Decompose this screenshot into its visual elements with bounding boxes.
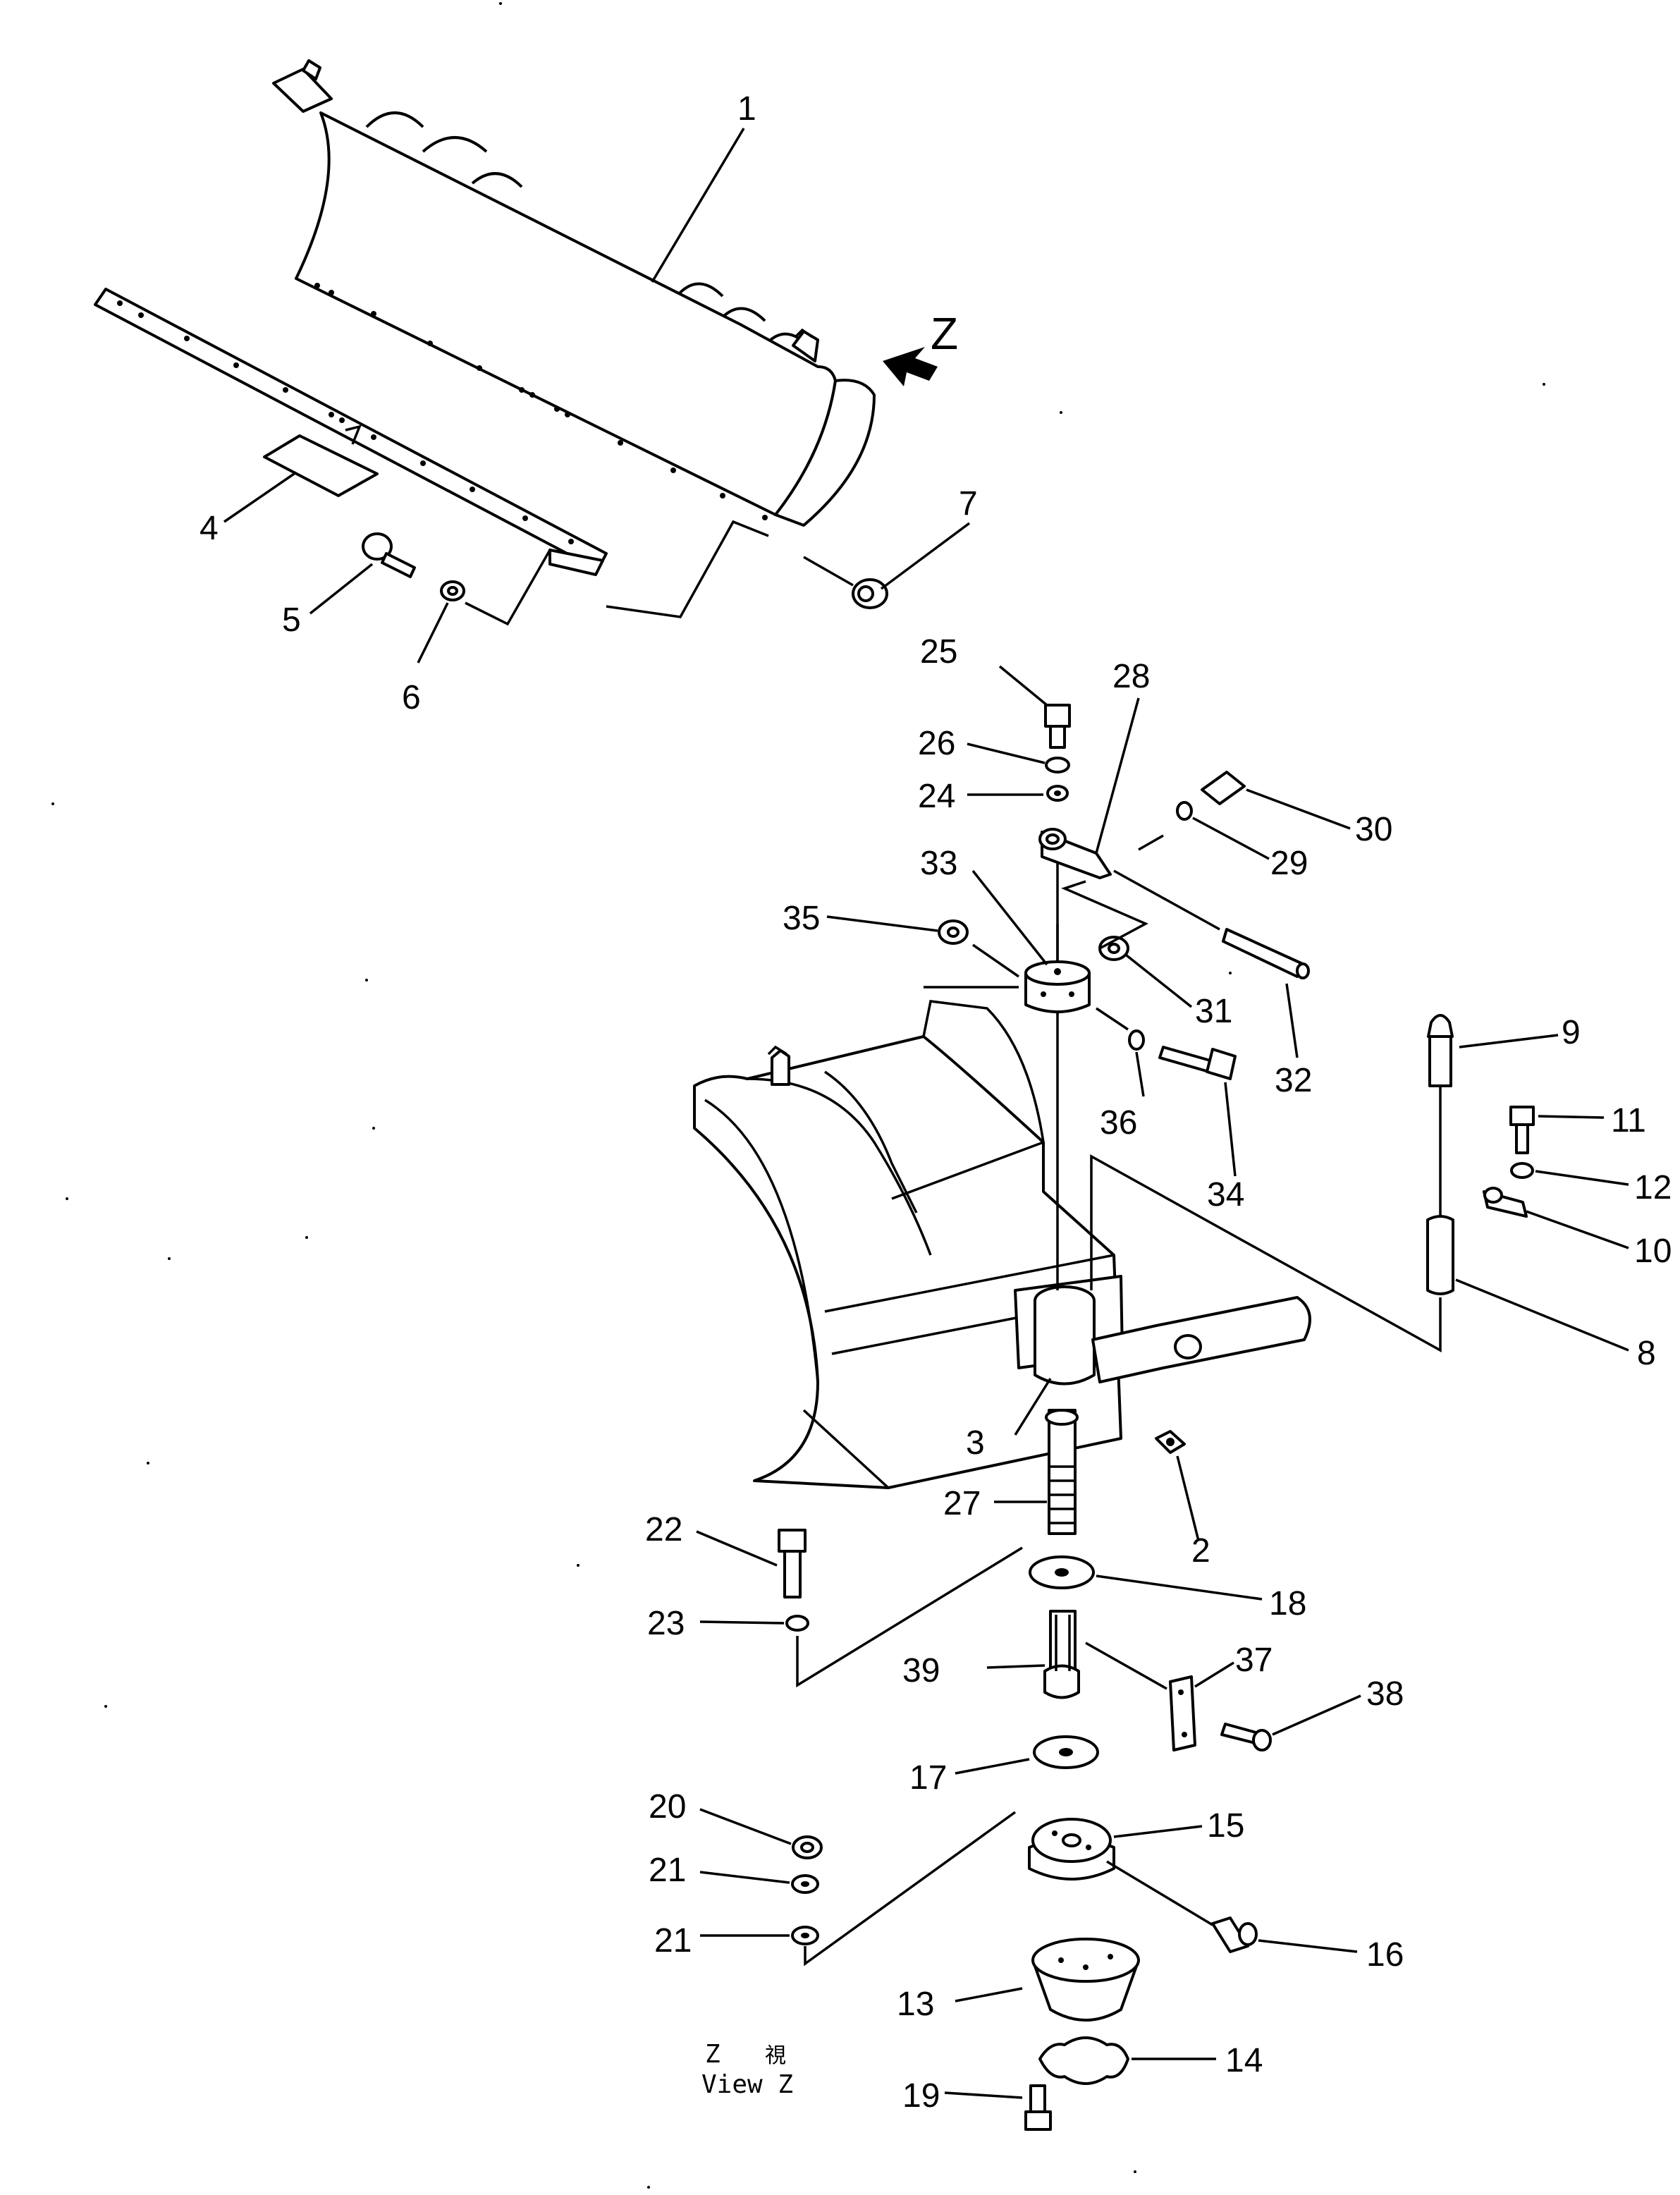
part-number-26: 26 xyxy=(918,725,955,762)
part-number-39: 39 xyxy=(902,1652,940,1689)
part-number-22: 22 xyxy=(645,1511,682,1548)
part-number-5: 5 xyxy=(282,601,301,639)
blade-assembly xyxy=(94,59,938,626)
part-number-32: 32 xyxy=(1275,1062,1312,1099)
part-number-30: 30 xyxy=(1355,811,1392,848)
part-number-2: 2 xyxy=(1191,1532,1210,1570)
part-number-13: 13 xyxy=(897,1986,934,2023)
part-number-17: 17 xyxy=(909,1759,947,1797)
part-number-15: 15 xyxy=(1207,1807,1244,1845)
leader-lines xyxy=(223,128,1629,2099)
part-number-35: 35 xyxy=(783,900,820,937)
part-number-24: 24 xyxy=(918,778,955,815)
part-number-34: 34 xyxy=(1207,1176,1244,1213)
part-number-10: 10 xyxy=(1634,1233,1672,1270)
nut-7 xyxy=(852,578,888,609)
caption-letter: Z xyxy=(705,2040,721,2069)
caption-kanji: 視 xyxy=(765,2043,786,2068)
view-caption: Z 視 View Z xyxy=(701,2040,793,2099)
part-number-31: 31 xyxy=(1195,993,1232,1030)
part-number-37: 37 xyxy=(1235,1641,1273,1679)
caption-view: View Z xyxy=(701,2070,793,2099)
part-number-3: 3 xyxy=(966,1424,985,1462)
part-number-9: 9 xyxy=(1562,1014,1581,1051)
part-number-1: 1 xyxy=(737,90,756,128)
pivot-block-3 xyxy=(1014,1275,1311,1386)
part-number-20: 20 xyxy=(649,1788,686,1826)
part-number-36: 36 xyxy=(1100,1104,1137,1142)
part-number-28: 28 xyxy=(1112,658,1150,695)
part-number-16: 16 xyxy=(1366,1936,1404,1974)
lower-blade-assembly xyxy=(693,1000,1311,1489)
part-number-21b: 21 xyxy=(654,1922,692,1959)
lower-hardware xyxy=(778,1409,1272,2131)
part-number-4: 4 xyxy=(200,510,219,547)
part-number-21a: 21 xyxy=(649,1852,686,1889)
part-number-25: 25 xyxy=(920,633,957,671)
part-number-19: 19 xyxy=(902,2077,940,2115)
part-number-11: 11 xyxy=(1611,1102,1646,1139)
part-number-7: 7 xyxy=(959,485,978,522)
part-number-labels: 1 2 3 4 5 6 7 8 9 10 11 12 13 14 15 16 1… xyxy=(200,90,1672,2115)
part-number-18: 18 xyxy=(1269,1585,1306,1622)
upper-hardware xyxy=(924,704,1535,1352)
washer-6 xyxy=(440,580,465,601)
part-number-23: 23 xyxy=(647,1605,685,1642)
part-number-14: 14 xyxy=(1225,2042,1263,2079)
view-z-marker: Z xyxy=(931,308,958,359)
part-number-38: 38 xyxy=(1366,1675,1404,1713)
part-number-27: 27 xyxy=(943,1485,981,1522)
part-number-29: 29 xyxy=(1270,845,1308,882)
part-number-6: 6 xyxy=(402,679,421,716)
part-number-12: 12 xyxy=(1634,1169,1672,1206)
scan-speckles xyxy=(51,2,1545,2189)
part-number-8: 8 xyxy=(1637,1335,1656,1372)
part-number-33: 33 xyxy=(920,845,957,882)
bolt-5 xyxy=(362,532,416,578)
